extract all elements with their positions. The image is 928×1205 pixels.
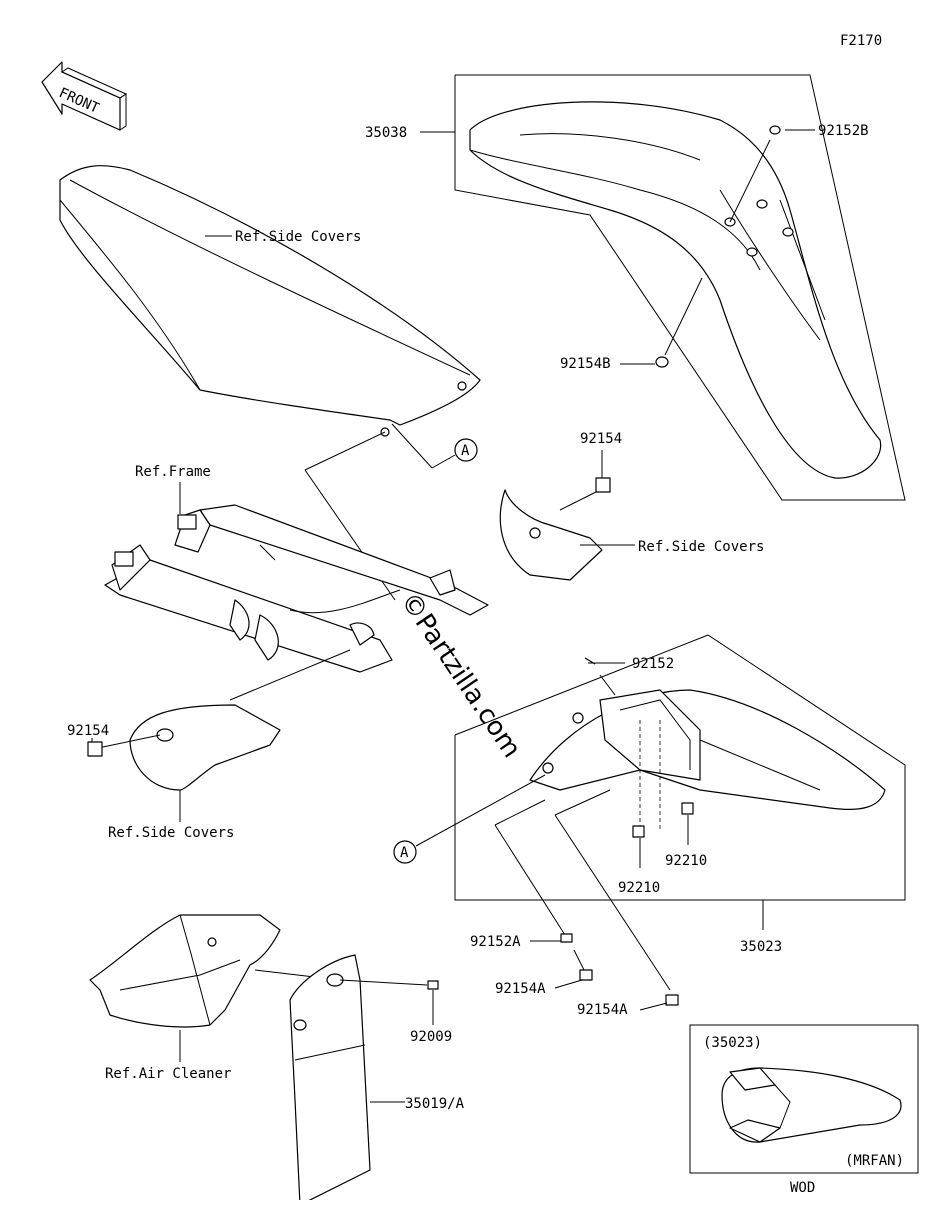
front-fender-group-box bbox=[454, 74, 906, 501]
watermark: ©Partzilla.com bbox=[394, 587, 526, 763]
rear-fender-part bbox=[529, 689, 886, 830]
label-92154-top: 92154 bbox=[580, 431, 622, 447]
label-35038: 35038 bbox=[365, 125, 407, 141]
bolt-92154b bbox=[655, 356, 669, 368]
right-side-cover-part bbox=[499, 489, 603, 581]
label-ref-frame: Ref.Frame bbox=[135, 464, 211, 480]
inset-rear-fender-part bbox=[721, 1067, 902, 1143]
rear-fender-group-box bbox=[454, 634, 906, 901]
label-92009: 92009 bbox=[410, 1029, 452, 1045]
bolt-92154a-a bbox=[573, 949, 593, 981]
grommet-92152a bbox=[560, 933, 573, 943]
grommet-92152b bbox=[769, 125, 781, 135]
label-92154-left: 92154 bbox=[67, 723, 109, 739]
bolt-92154-left bbox=[87, 741, 103, 757]
callout-a-bottom-label: A bbox=[400, 845, 409, 861]
inset-footer-label: WOD bbox=[790, 1180, 815, 1196]
label-92154a-a: 92154A bbox=[495, 981, 546, 997]
label-ref-side-covers-seat: Ref.Side Covers bbox=[235, 229, 361, 245]
left-side-cover-part bbox=[129, 704, 281, 791]
callout-a-top bbox=[454, 438, 478, 462]
label-92154a-b: 92154A bbox=[577, 1002, 628, 1018]
inset-part-label: (35023) bbox=[703, 1035, 762, 1051]
side-number-plate-part bbox=[289, 954, 371, 1205]
bolt-92154-top bbox=[559, 477, 611, 511]
air-cleaner-part bbox=[89, 914, 281, 1028]
frame-part bbox=[104, 504, 489, 673]
label-92210-a: 92210 bbox=[665, 853, 707, 869]
label-ref-side-covers-right: Ref.Side Covers bbox=[638, 539, 764, 555]
label-92152: 92152 bbox=[632, 656, 674, 672]
callout-a-top-label: A bbox=[461, 443, 470, 459]
label-92154b: 92154B bbox=[560, 356, 611, 372]
nut-92210-a bbox=[632, 825, 645, 838]
label-35019a: 35019/A bbox=[405, 1096, 465, 1112]
callout-a-bottom bbox=[393, 840, 417, 864]
label-92210-b: 92210 bbox=[618, 880, 660, 896]
front-arrow-icon: FRONT bbox=[41, 61, 128, 131]
seat-part bbox=[59, 165, 481, 437]
grommet-92152 bbox=[584, 657, 596, 665]
label-ref-side-covers-left: Ref.Side Covers bbox=[108, 825, 234, 841]
variant-inset-box bbox=[689, 1024, 919, 1174]
screw-92009 bbox=[427, 980, 439, 990]
bolt-92154a-b bbox=[665, 994, 679, 1006]
diagram-code: F2170 bbox=[840, 33, 882, 49]
inset-variant-label: (MRFAN) bbox=[845, 1153, 904, 1169]
label-ref-air-cleaner: Ref.Air Cleaner bbox=[105, 1066, 231, 1082]
front-fender-part bbox=[469, 101, 882, 479]
label-35023: 35023 bbox=[740, 939, 782, 955]
nut-92210-b bbox=[681, 802, 694, 815]
label-92152a: 92152A bbox=[470, 934, 521, 950]
label-92152b: 92152B bbox=[818, 123, 869, 139]
